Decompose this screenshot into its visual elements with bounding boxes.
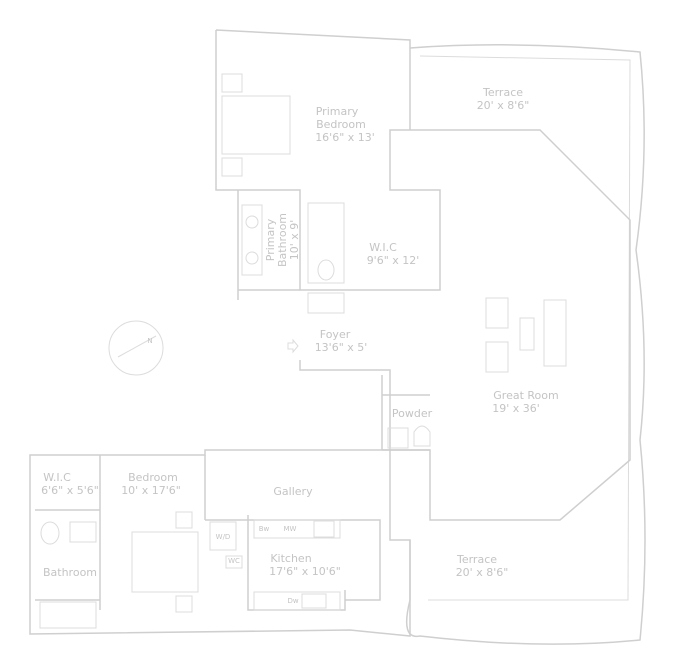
- counter: [253, 591, 341, 611]
- powder-walls: [381, 375, 430, 451]
- vanity: [241, 204, 263, 276]
- washer-dryer: [209, 521, 237, 551]
- compass-icon: [108, 320, 164, 376]
- primary-bathroom-size: 10' x 9': [288, 220, 301, 261]
- cooktop-icon: [313, 520, 335, 538]
- compass-needle: [117, 335, 157, 358]
- kitchen-size: 17'6" x 10'6": [269, 565, 341, 578]
- powder-name: Powder: [392, 407, 433, 420]
- great-room-name: Great Room: [493, 389, 558, 402]
- wine-cooler-label: WC: [228, 557, 240, 565]
- wic-primary-size: 9'6" x 12': [367, 254, 420, 267]
- bed-primary: [221, 95, 291, 155]
- primary-bathroom-name2: Bathroom: [276, 213, 289, 267]
- terrace-top-name: Terrace: [482, 86, 523, 99]
- kitchen-name: Kitchen: [270, 552, 311, 565]
- terrace-bottom-name: Terrace: [456, 553, 497, 566]
- unit-walls: [215, 29, 631, 521]
- foyer-size: 13'6" x 5': [315, 341, 368, 354]
- primary-bathroom-name1: Primary: [264, 218, 277, 261]
- cabinet: [307, 292, 345, 314]
- nightstand: [221, 73, 243, 93]
- sink-icon: [301, 593, 327, 609]
- sink-icon: [245, 251, 259, 265]
- nightstand: [175, 595, 193, 613]
- bev-label: Bw: [259, 525, 270, 533]
- toilet-icon: [317, 259, 335, 281]
- wine-cooler: [225, 555, 243, 569]
- wic-primary-name: W.I.C: [369, 241, 397, 254]
- gallery-name: Gallery: [273, 485, 313, 498]
- counter: [253, 519, 341, 539]
- shower: [307, 202, 345, 284]
- terrace-outline: [405, 44, 646, 645]
- armchair: [485, 341, 509, 373]
- bathroom-name: Bathroom: [43, 566, 97, 579]
- sink-icon: [387, 427, 409, 449]
- nightstand: [221, 157, 243, 177]
- wic-bedroom-name: W.I.C: [43, 471, 71, 484]
- bedroom-walls: [35, 455, 381, 610]
- primary-bedroom-name1: Primary: [316, 105, 359, 118]
- sink-icon: [69, 521, 97, 543]
- nightstand: [175, 511, 193, 529]
- bathtub: [39, 601, 97, 629]
- armchair: [485, 297, 509, 329]
- terrace-bottom-size: 20' x 8'6": [456, 566, 509, 579]
- dishwasher-label: Dw: [287, 597, 298, 605]
- primary-bedroom-name2: Bedroom: [316, 118, 366, 131]
- terrace-inner-outline: [419, 55, 631, 601]
- microwave-label: MW: [284, 525, 297, 533]
- wic-bedroom-size: 6'6" x 5'6": [41, 484, 99, 497]
- terrace-top-size: 20' x 8'6": [477, 99, 530, 112]
- sofa: [543, 299, 567, 367]
- toilet-icon: [413, 425, 431, 447]
- coffee-table: [519, 317, 535, 351]
- lower-wing-walls: [29, 449, 411, 637]
- entry-arrow-icon: [287, 338, 299, 354]
- washer-dryer-label: W/D: [216, 533, 231, 541]
- bedroom-size: 10' x 17'6": [121, 484, 181, 497]
- bedroom-name: Bedroom: [128, 471, 178, 484]
- primary-bedroom-size: 16'6" x 13': [315, 131, 375, 144]
- toilet-icon: [40, 521, 60, 545]
- compass-label: N: [147, 337, 152, 345]
- great-room-size: 19' x 36': [492, 402, 540, 415]
- sink-icon: [245, 215, 259, 229]
- bed-bedroom: [131, 531, 199, 593]
- foyer-name: Foyer: [320, 328, 351, 341]
- primary-bathroom-walls: [237, 190, 300, 300]
